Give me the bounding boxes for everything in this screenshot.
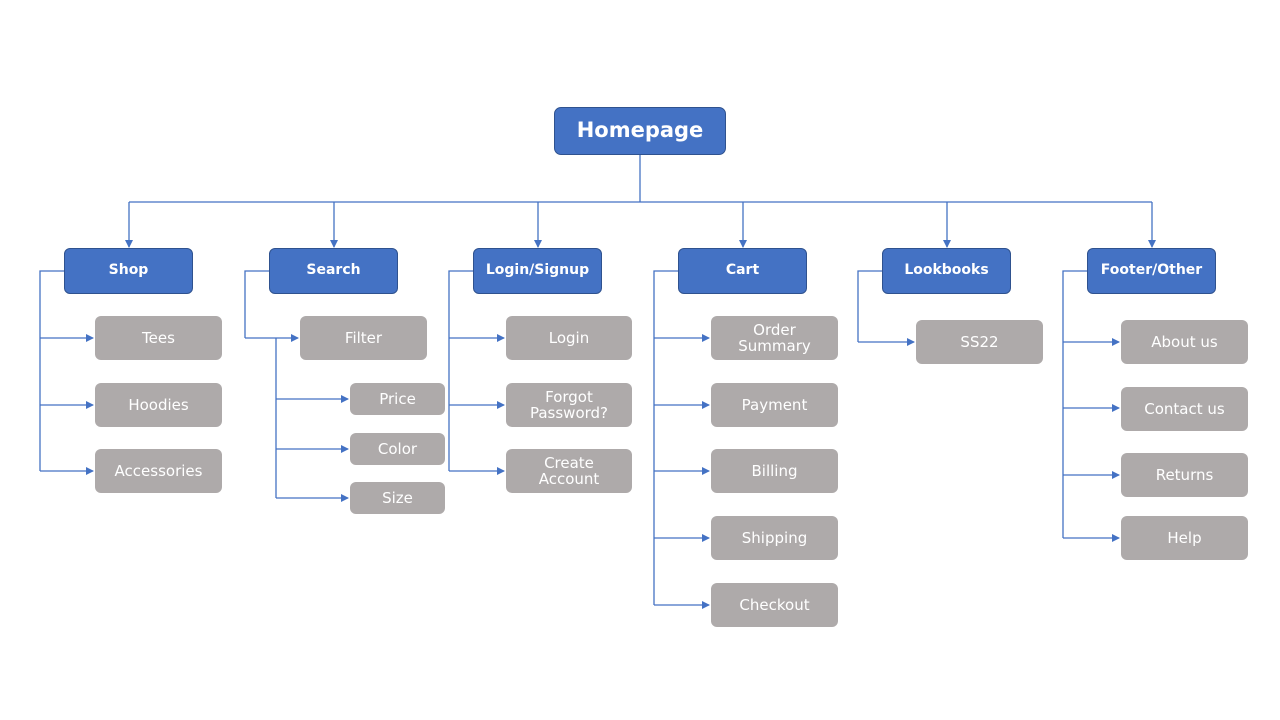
node-search: Search <box>269 248 398 294</box>
node-ss22: SS22 <box>916 320 1043 364</box>
cart-spine <box>653 270 678 605</box>
node-filter: Filter <box>300 316 427 360</box>
node-login: Login <box>506 316 632 360</box>
node-returns-label: Returns <box>1155 465 1214 484</box>
shop-spine <box>39 270 64 471</box>
login-spine <box>448 270 473 471</box>
node-homepage: Homepage <box>554 107 726 155</box>
node-tees: Tees <box>95 316 222 360</box>
node-shipping-label: Shipping <box>741 528 808 547</box>
node-checkout-label: Checkout <box>739 595 810 614</box>
node-size: Size <box>350 482 445 514</box>
node-login-signup: Login/Signup <box>473 248 602 294</box>
node-accessories: Accessories <box>95 449 222 493</box>
node-order-summary: Order Summary <box>711 316 838 360</box>
search-spine <box>244 270 269 338</box>
node-cart: Cart <box>678 248 807 294</box>
node-tees-label: Tees <box>142 328 175 347</box>
node-footer-other: Footer/Other <box>1087 248 1216 294</box>
node-billing: Billing <box>711 449 838 493</box>
node-lookbooks: Lookbooks <box>882 248 1011 294</box>
node-cart-label: Cart <box>725 262 760 279</box>
node-accessories-label: Accessories <box>114 461 203 480</box>
footer-spine <box>1062 270 1087 538</box>
node-checkout: Checkout <box>711 583 838 627</box>
node-about-us-label: About us <box>1151 332 1218 351</box>
node-homepage-label: Homepage <box>576 118 704 143</box>
node-forgot-password: Forgot Password? <box>506 383 632 427</box>
node-payment: Payment <box>711 383 838 427</box>
node-color-label: Color <box>377 439 418 458</box>
node-price: Price <box>350 383 445 415</box>
node-shop-label: Shop <box>108 262 149 279</box>
node-ss22-label: SS22 <box>960 332 999 351</box>
node-contact-us-label: Contact us <box>1144 399 1225 418</box>
node-search-label: Search <box>306 262 361 279</box>
node-payment-label: Payment <box>741 395 808 414</box>
node-size-label: Size <box>382 488 413 507</box>
node-filter-label: Filter <box>344 328 383 347</box>
node-about-us: About us <box>1121 320 1248 364</box>
node-lookbooks-label: Lookbooks <box>904 262 989 279</box>
node-create-account: Create Account <box>506 449 632 493</box>
node-order-summary-label: Order Summary <box>738 320 811 355</box>
node-hoodies: Hoodies <box>95 383 222 427</box>
node-forgot-password-label: Forgot Password? <box>529 387 609 422</box>
node-returns: Returns <box>1121 453 1248 497</box>
node-login-label: Login <box>548 328 590 347</box>
node-contact-us: Contact us <box>1121 387 1248 431</box>
node-footer-other-label: Footer/Other <box>1100 262 1203 279</box>
node-color: Color <box>350 433 445 465</box>
node-shop: Shop <box>64 248 193 294</box>
node-billing-label: Billing <box>751 461 798 480</box>
node-login-signup-label: Login/Signup <box>485 262 590 279</box>
node-price-label: Price <box>379 389 416 408</box>
node-hoodies-label: Hoodies <box>128 395 189 414</box>
lookbooks-spine <box>857 270 882 342</box>
node-help: Help <box>1121 516 1248 560</box>
node-help-label: Help <box>1167 528 1202 547</box>
node-shipping: Shipping <box>711 516 838 560</box>
node-create-account-label: Create Account <box>538 453 600 488</box>
